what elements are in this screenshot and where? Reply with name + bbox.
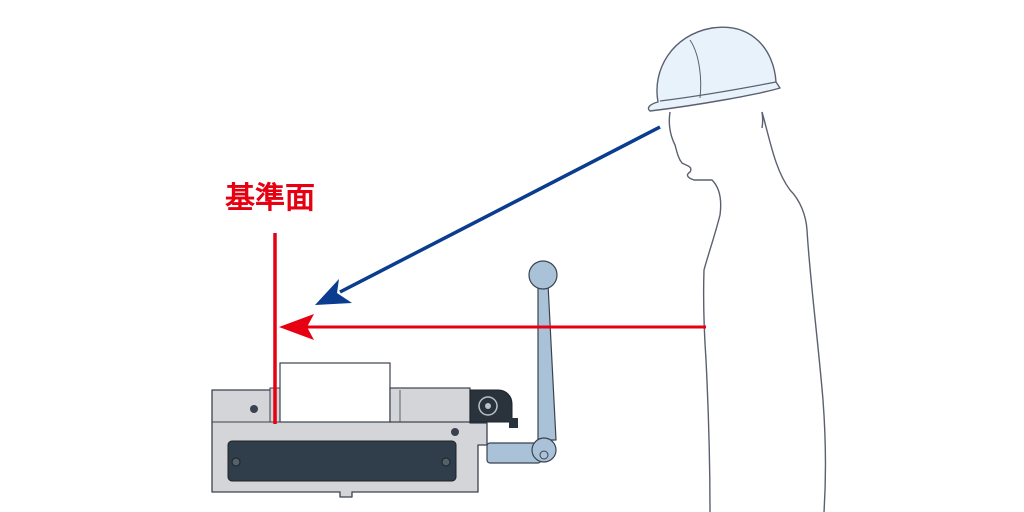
gaze-arrow <box>315 125 661 305</box>
reference-plane: 基準面 <box>225 181 315 424</box>
handle-knob <box>528 260 558 290</box>
person-head-back <box>761 111 764 129</box>
hard-hat-icon <box>647 26 781 112</box>
hard-hat-ridge <box>689 39 702 99</box>
vise-screw-center <box>485 403 491 409</box>
hard-hat-brim-line <box>659 81 777 102</box>
screw-icon <box>451 428 459 436</box>
gaze-arrow-head-icon <box>315 279 352 305</box>
gaze-arrow-shaft <box>339 125 661 294</box>
handle-pivot-center <box>539 450 549 460</box>
vise-nub <box>509 418 518 428</box>
workpiece <box>279 362 391 423</box>
person-silhouette <box>668 111 827 512</box>
vise-slot <box>227 440 457 482</box>
screw-icon <box>231 457 241 467</box>
machine-vise-icon <box>211 362 518 498</box>
reference-plane-label: 基準面 <box>225 181 315 216</box>
screw-icon <box>441 457 451 467</box>
vise-movable-jaw <box>389 387 471 423</box>
person-with-hard-hat-icon <box>647 26 827 512</box>
handle-lever <box>537 283 557 441</box>
reference-arrow-head-icon <box>279 314 314 340</box>
screw-icon <box>250 405 258 413</box>
vise-handle-icon <box>486 260 558 464</box>
reference-distance-arrow <box>279 314 706 340</box>
handle-pivot <box>531 437 557 463</box>
